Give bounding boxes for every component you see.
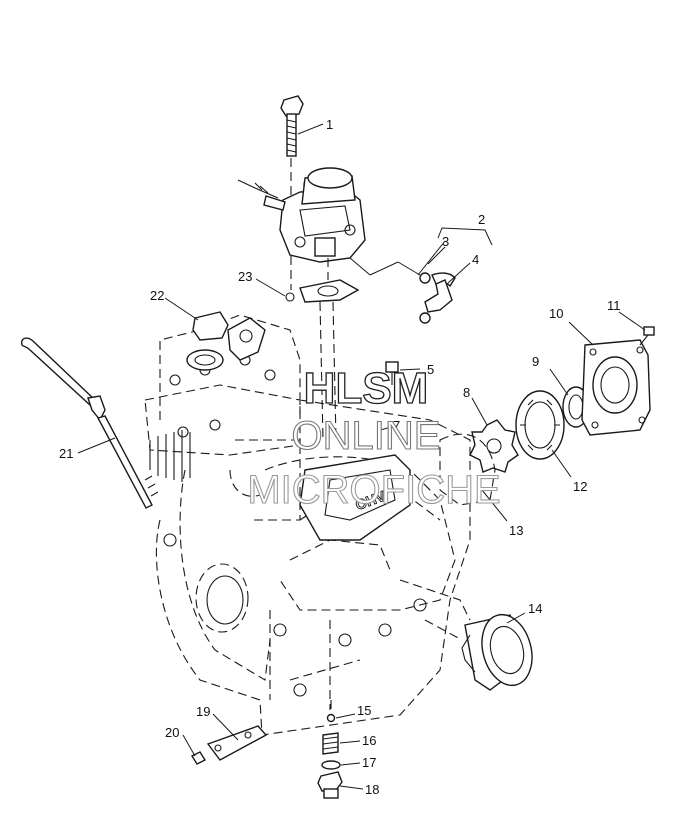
part-oil-cap xyxy=(186,311,266,371)
callout-23: 23 xyxy=(238,269,252,284)
callout-16: 16 xyxy=(362,733,376,748)
part-inner-rotor xyxy=(469,419,519,473)
part-carburetor xyxy=(237,167,366,280)
callout-2: 2 xyxy=(478,212,485,227)
callout-20: 20 xyxy=(165,725,179,740)
callout-9: 9 xyxy=(532,354,539,369)
callout-leaders xyxy=(77,123,646,790)
part-gasket-plate xyxy=(439,433,496,506)
callout-labels: 1 2 3 4 5 7 8 9 10 11 12 13 14 15 16 17 … xyxy=(59,117,621,797)
part-dipstick xyxy=(20,337,159,509)
callout-22: 22 xyxy=(150,288,164,303)
watermark-line-1: HLSM xyxy=(304,364,429,413)
callout-8: 8 xyxy=(463,385,470,400)
callout-7: 7 xyxy=(393,418,400,433)
callout-14: 14 xyxy=(528,601,542,616)
callout-19: 19 xyxy=(196,704,210,719)
callout-1: 1 xyxy=(326,117,333,132)
watermark: HLSM ONLINE MICROFICHE xyxy=(247,363,501,512)
callout-12: 12 xyxy=(573,479,587,494)
engine-block xyxy=(144,314,471,736)
part-bracket xyxy=(190,725,268,765)
callout-11: 11 xyxy=(607,298,621,313)
watermark-line-3: MICROFICHE xyxy=(247,468,500,512)
part-outer-rotor xyxy=(515,390,565,460)
callout-3: 3 xyxy=(442,234,449,249)
part-pump-bolt xyxy=(639,326,655,346)
part-drain-stack xyxy=(317,700,343,799)
callout-18: 18 xyxy=(365,782,379,797)
callout-4: 4 xyxy=(472,252,479,267)
watermark-line-2: ONLINE xyxy=(292,414,441,458)
callout-13: 13 xyxy=(509,523,523,538)
part-screw xyxy=(385,361,399,385)
part-bolt xyxy=(280,95,304,290)
callout-21: 21 xyxy=(59,446,73,461)
part-pump-cover xyxy=(581,339,651,436)
part-carburetor-gasket xyxy=(285,279,360,441)
callout-5: 5 xyxy=(427,362,434,377)
part-breather-hose xyxy=(349,227,493,324)
callout-17: 17 xyxy=(362,755,376,770)
part-oil-filter xyxy=(424,613,533,691)
callout-10: 10 xyxy=(549,306,563,321)
callout-15: 15 xyxy=(357,703,371,718)
